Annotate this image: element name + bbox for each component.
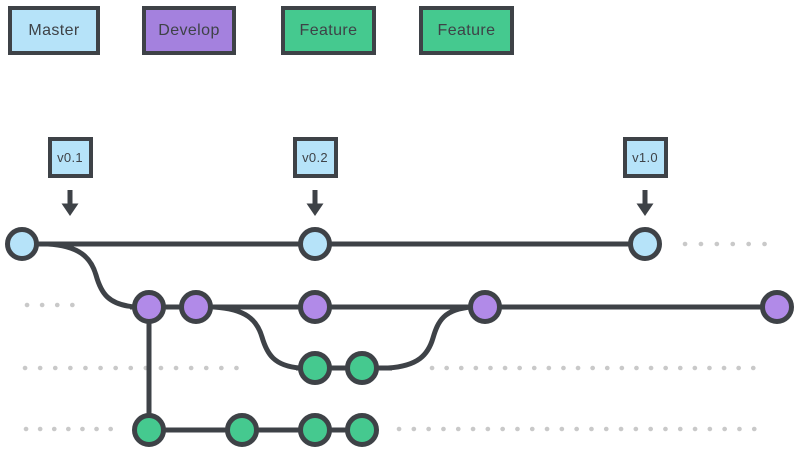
commit-develop-x777 xyxy=(760,290,794,324)
branch-master-to-develop xyxy=(47,241,137,310)
commit-feature-x149 xyxy=(132,413,166,447)
down-arrow-icon xyxy=(59,189,81,217)
version-tag-label: v0.2 xyxy=(302,150,328,165)
legend-item-master-0: Master xyxy=(8,6,100,55)
commit-feature-x315 xyxy=(298,351,332,385)
commit-feature-x362 xyxy=(345,351,379,385)
commit-develop-x196 xyxy=(179,290,213,324)
version-tag-box: v0.2 xyxy=(292,137,338,178)
version-tag-v0.1: v0.1 xyxy=(47,137,93,217)
legend-item-develop-1: Develop xyxy=(142,6,236,55)
legend-label: Develop xyxy=(158,21,220,39)
version-tag-label: v1.0 xyxy=(632,150,658,165)
version-tag-v0.2: v0.2 xyxy=(292,137,338,217)
commit-feature-x362 xyxy=(345,413,379,447)
legend-label: Master xyxy=(28,21,80,39)
version-tag-box: v0.1 xyxy=(47,137,93,178)
merge-feature1-to-develop xyxy=(387,304,473,371)
commit-master-x22 xyxy=(5,227,39,261)
commit-feature-x315 xyxy=(298,413,332,447)
legend-item-feature-2: Feature xyxy=(281,6,376,55)
legend-item-feature-3: Feature xyxy=(419,6,514,55)
down-arrow-icon xyxy=(304,189,326,217)
legend-label: Feature xyxy=(437,21,496,39)
commit-develop-x149 xyxy=(132,290,166,324)
version-tag-label: v0.1 xyxy=(57,150,83,165)
down-arrow-icon xyxy=(634,189,656,217)
version-tag-box: v1.0 xyxy=(622,137,668,178)
legend-label: Feature xyxy=(299,21,358,39)
commit-develop-x485 xyxy=(468,290,502,324)
commit-master-x645 xyxy=(628,227,662,261)
version-tag-v1.0: v1.0 xyxy=(622,137,668,217)
commit-master-x315 xyxy=(298,227,332,261)
commit-develop-x315 xyxy=(298,290,332,324)
branch-develop-to-feature1 xyxy=(213,304,301,371)
commit-feature-x242 xyxy=(225,413,259,447)
